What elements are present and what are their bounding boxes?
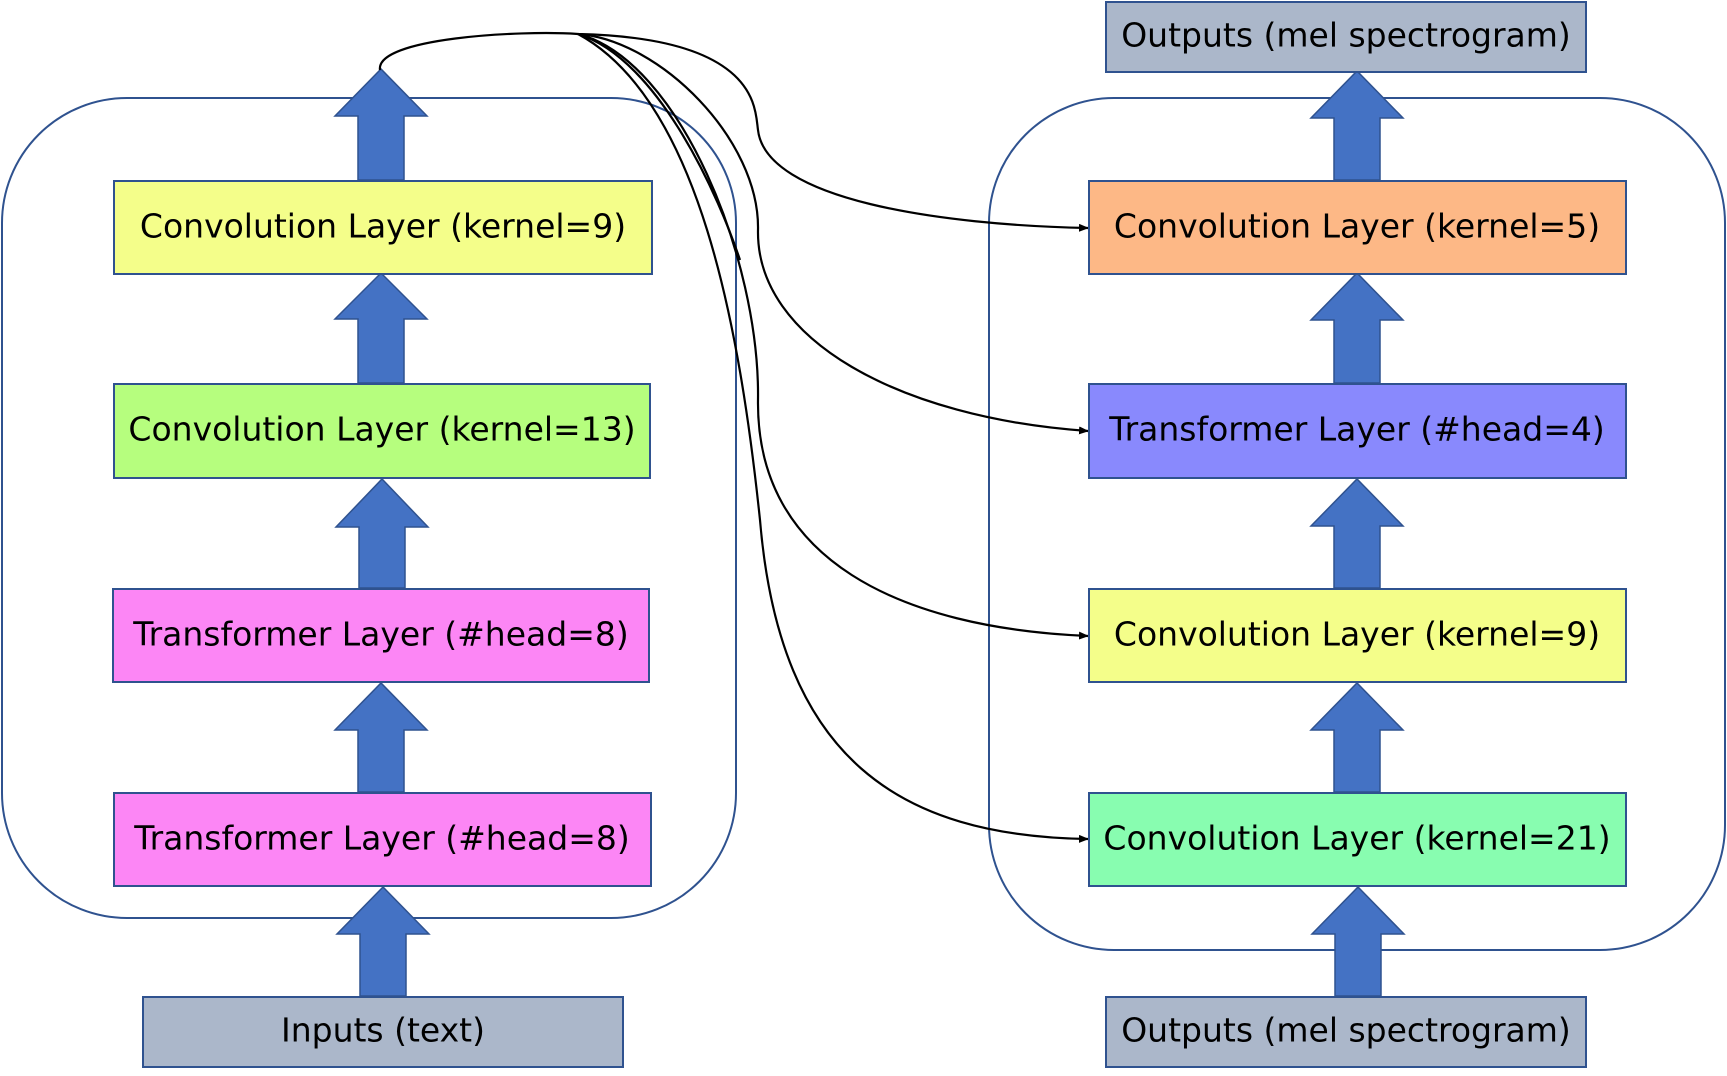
decoder-input-box bbox=[1105, 996, 1587, 1068]
encoder-layer-label: Convolution Layer (kernel=9) bbox=[140, 207, 626, 246]
encoder-layer-box bbox=[112, 588, 650, 683]
decoder-layer-label: Transformer Layer (#head=4) bbox=[1108, 410, 1604, 449]
encoder-up-arrow bbox=[334, 477, 430, 589]
decoder-up-arrow bbox=[1309, 681, 1405, 793]
decoder-input-arrow bbox=[1310, 885, 1406, 997]
connector-to-decoder-transformer bbox=[577, 32, 1089, 435]
encoder-layer-box bbox=[113, 792, 652, 887]
decoder-input-label: Outputs (mel spectrogram) bbox=[1121, 1011, 1571, 1050]
decoder-up-arrow bbox=[1309, 271, 1405, 384]
decoder-layer-label: Convolution Layer (kernel=21) bbox=[1103, 819, 1610, 858]
connector-to-decoder-conv-k21 bbox=[577, 33, 1089, 843]
encoder-input-label: Inputs (text) bbox=[281, 1011, 485, 1050]
decoder-up-arrow bbox=[1309, 477, 1405, 589]
encoder-input-box bbox=[142, 996, 624, 1068]
decoder-layer-label: Convolution Layer (kernel=9) bbox=[1114, 615, 1600, 654]
connector-side-branch bbox=[577, 32, 742, 261]
decoder-layer-box bbox=[1088, 383, 1627, 479]
decoder-layer-label: Convolution Layer (kernel=5) bbox=[1114, 207, 1600, 246]
decoder-layer-box bbox=[1088, 588, 1627, 683]
encoder-layer-label: Convolution Layer (kernel=13) bbox=[128, 410, 635, 449]
decoder-layer-box bbox=[1088, 792, 1627, 887]
decoder-output-label: Outputs (mel spectrogram) bbox=[1121, 16, 1571, 55]
encoder-layer-label: Transformer Layer (#head=8) bbox=[133, 819, 629, 858]
connector-to-decoder-conv-k9 bbox=[577, 32, 1089, 640]
decoder-output-box bbox=[1105, 1, 1587, 73]
decoder-layer-box bbox=[1088, 180, 1627, 275]
encoder-layer-box bbox=[113, 180, 653, 275]
decoder-up-arrow bbox=[1309, 69, 1405, 181]
connector-to-decoder-conv-k5 bbox=[378, 31, 1089, 232]
encoder-layer-label: Transformer Layer (#head=8) bbox=[132, 615, 628, 654]
encoder-input-arrow bbox=[335, 885, 431, 997]
encoder-up-arrow bbox=[333, 67, 429, 181]
encoder-layer-box bbox=[113, 383, 651, 479]
encoder-up-arrow bbox=[333, 271, 429, 384]
encoder-up-arrow bbox=[333, 681, 429, 793]
